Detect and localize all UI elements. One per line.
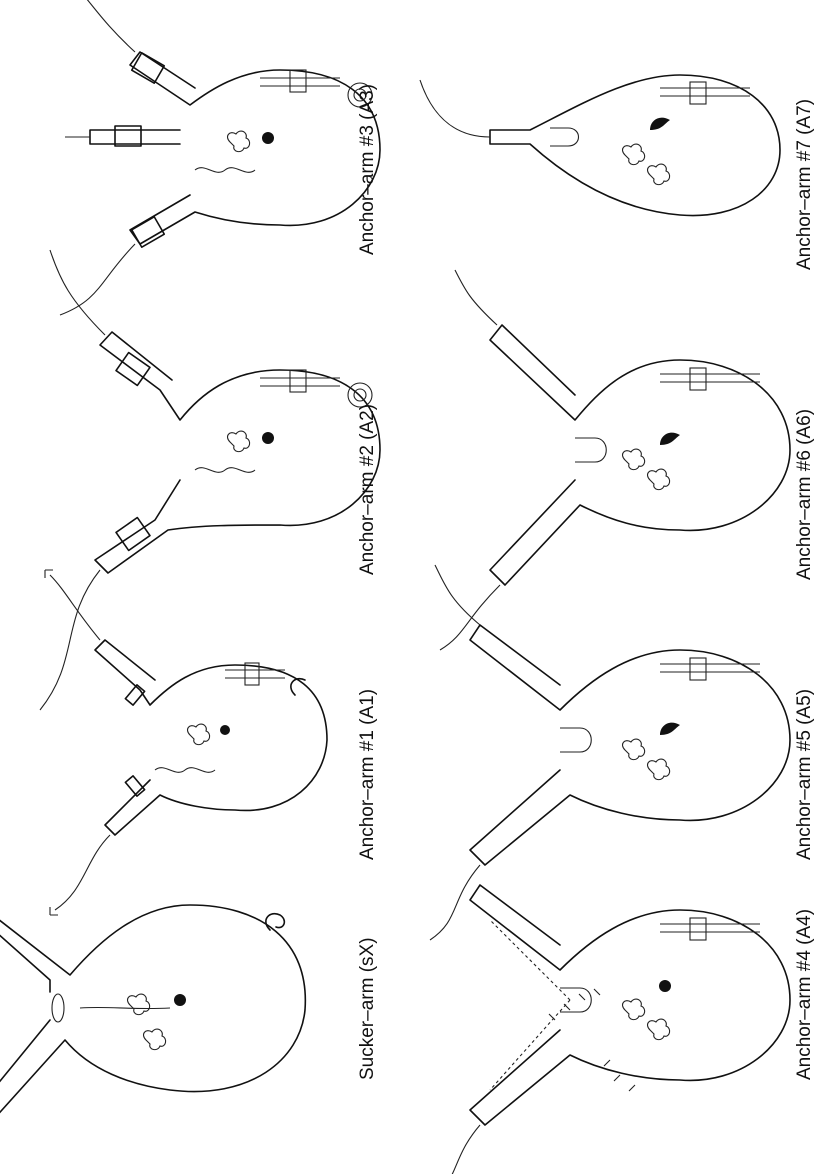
label-A3: Anchor–arm #3 (A3) [357, 84, 378, 255]
sucker [52, 994, 64, 1022]
panel-sX [0, 890, 305, 1140]
panel-A1 [45, 570, 327, 915]
panel-A5 [430, 565, 790, 940]
panel-A7 [420, 75, 780, 216]
label-A5: Anchor–arm #5 (A5) [794, 689, 815, 860]
label-A1: Anchor–arm #1 (A1) [357, 689, 378, 860]
label-A7: Anchor–arm #7 (A7) [794, 99, 815, 270]
label-A2: Anchor–arm #2 (A2) [357, 404, 378, 575]
label-sX: Sucker–arm (sX) [357, 937, 378, 1080]
panel-A3 [60, 0, 380, 315]
panel-A2 [40, 250, 380, 710]
panel-A6 [440, 270, 790, 650]
body-outline [0, 890, 305, 1140]
label-A6: Anchor–arm #6 (A6) [794, 409, 815, 580]
label-A4: Anchor–arm #4 (A4) [794, 909, 815, 1080]
labels: Sucker–arm (sX) Anchor–arm #1 (A1) Ancho… [357, 84, 815, 1080]
panel-A4 [430, 885, 790, 1174]
